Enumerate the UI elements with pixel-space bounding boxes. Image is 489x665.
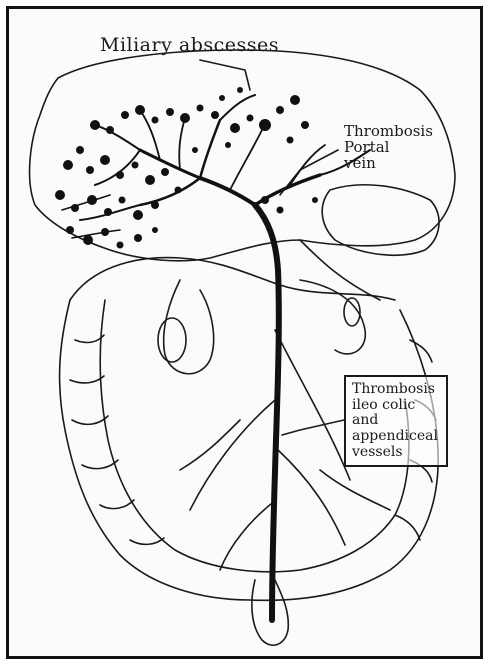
- label-portal-line-3: vein: [344, 156, 433, 172]
- transverse-colon: [70, 258, 395, 300]
- label-miliary-abscesses: Miliary abscesses: [100, 36, 279, 56]
- label-ileo-line-5: vessels: [352, 445, 442, 461]
- label-box-ileo-colic: Thrombosis ileo colic and appendiceal ve…: [344, 375, 448, 467]
- portal-vein: [255, 205, 279, 620]
- intestine-loop: [164, 280, 214, 374]
- label-ileo-line-4: appendiceal: [352, 429, 442, 445]
- label-ileo-line-2: ileo colic: [352, 398, 442, 414]
- label-ileo-line-3: and: [352, 413, 442, 429]
- leader-ileo: [282, 420, 344, 435]
- label-ileo-line-1: Thrombosis: [352, 382, 442, 398]
- leader-miliary: [200, 60, 250, 90]
- label-thrombosis-portal-vein: Thrombosis Portal vein: [344, 124, 433, 171]
